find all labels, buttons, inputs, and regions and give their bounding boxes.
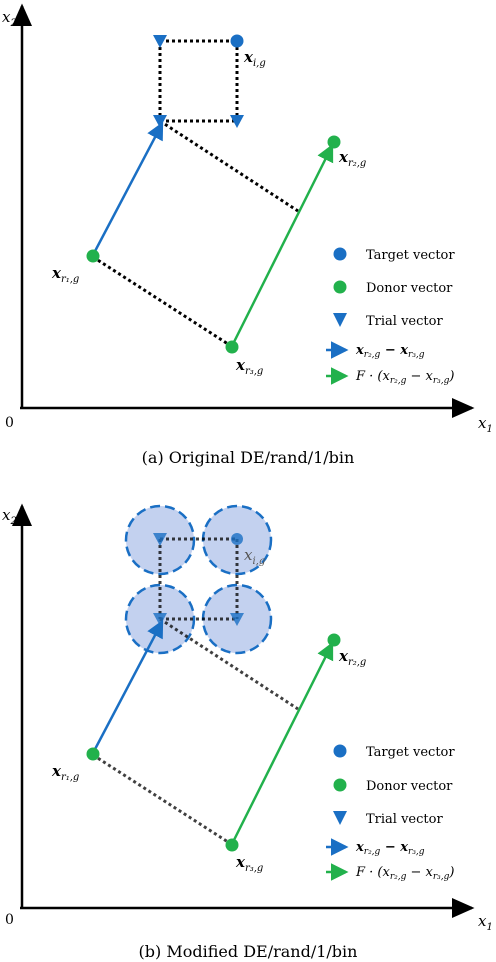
dotted-r1-r3 — [92, 255, 232, 348]
origin-label: 0 — [5, 415, 14, 431]
donor-point-r3 — [225, 838, 239, 852]
legend-trial-text: Trial vector — [366, 314, 443, 329]
x2-axis-label: x2 — [2, 8, 17, 29]
legend-trial-text: Trial vector — [366, 812, 443, 827]
donor-point-r2 — [327, 633, 341, 647]
legend-b: Target vector Donor vector Trial vector … — [326, 744, 455, 882]
trial-point-top-left — [153, 533, 167, 546]
donor-point-r1 — [86, 747, 100, 761]
panel-b: x2 x1 0 xi,g xr₁,g xr₂,g xr₃,g — [2, 503, 493, 961]
legend-donor-icon — [333, 778, 347, 792]
label-r1: xr₁,g — [51, 264, 79, 285]
x1-axis-label: x1 — [478, 912, 493, 933]
green-scaled-arrow — [230, 641, 334, 845]
label-r3: xr₃,g — [235, 356, 263, 377]
blue-difference-arrow — [91, 619, 164, 754]
x2-axis-label: x2 — [2, 506, 17, 527]
target-point — [231, 533, 243, 545]
label-target: xi,g — [244, 546, 265, 567]
legend-donor-icon — [333, 280, 347, 294]
trial-point-mutant — [153, 613, 167, 626]
label-r2: xr₂,g — [338, 148, 366, 169]
dotted-r1-r3 — [92, 753, 232, 846]
legend-trial-icon — [333, 313, 347, 327]
trial-point-top-left — [153, 35, 167, 48]
legend-donor-text: Donor vector — [366, 281, 453, 296]
legend-donor-text: Donor vector — [366, 779, 453, 794]
caption-b: (b) Modified DE/rand/1/bin — [139, 942, 358, 961]
blue-difference-arrow — [91, 121, 164, 256]
label-r3: xr₃,g — [235, 853, 263, 874]
legend-a: Target vector Donor vector Trial vector … — [326, 247, 455, 386]
trial-point-bottom-right — [230, 613, 244, 626]
legend-target-icon — [333, 247, 347, 261]
label-r1: xr₁,g — [51, 762, 79, 783]
legend-target-text: Target vector — [366, 745, 455, 760]
trial-point-mutant — [153, 115, 167, 128]
label-r2: xr₂,g — [338, 647, 366, 668]
green-scaled-arrow — [230, 143, 334, 347]
trial-point-bottom-right — [230, 115, 244, 128]
legend-trial-icon — [333, 811, 347, 825]
dotted-mutant-r2 — [159, 119, 299, 213]
panel-a: x2 x1 0 xi,g xr₁,g xr₂,g xr₃,g — [2, 3, 493, 467]
legend-blue-text: xr₂,g − xr₃,g — [355, 343, 425, 360]
label-target: xi,g — [243, 48, 266, 69]
legend-target-icon — [333, 744, 347, 758]
donor-point-r2 — [327, 135, 341, 149]
target-point — [230, 34, 244, 48]
origin-label: 0 — [5, 912, 14, 928]
legend-green-text: F · (xr₂,g − xr₃,g) — [355, 865, 455, 882]
donor-point-r3 — [225, 340, 239, 354]
x1-axis-label: x1 — [478, 414, 493, 435]
legend-blue-text: xr₂,g − xr₃,g — [355, 840, 425, 857]
legend-target-text: Target vector — [366, 248, 455, 263]
donor-point-r1 — [86, 249, 100, 263]
caption-a: (a) Original DE/rand/1/bin — [142, 448, 355, 467]
legend-green-text: F · (xr₂,g − xr₃,g) — [355, 369, 455, 386]
